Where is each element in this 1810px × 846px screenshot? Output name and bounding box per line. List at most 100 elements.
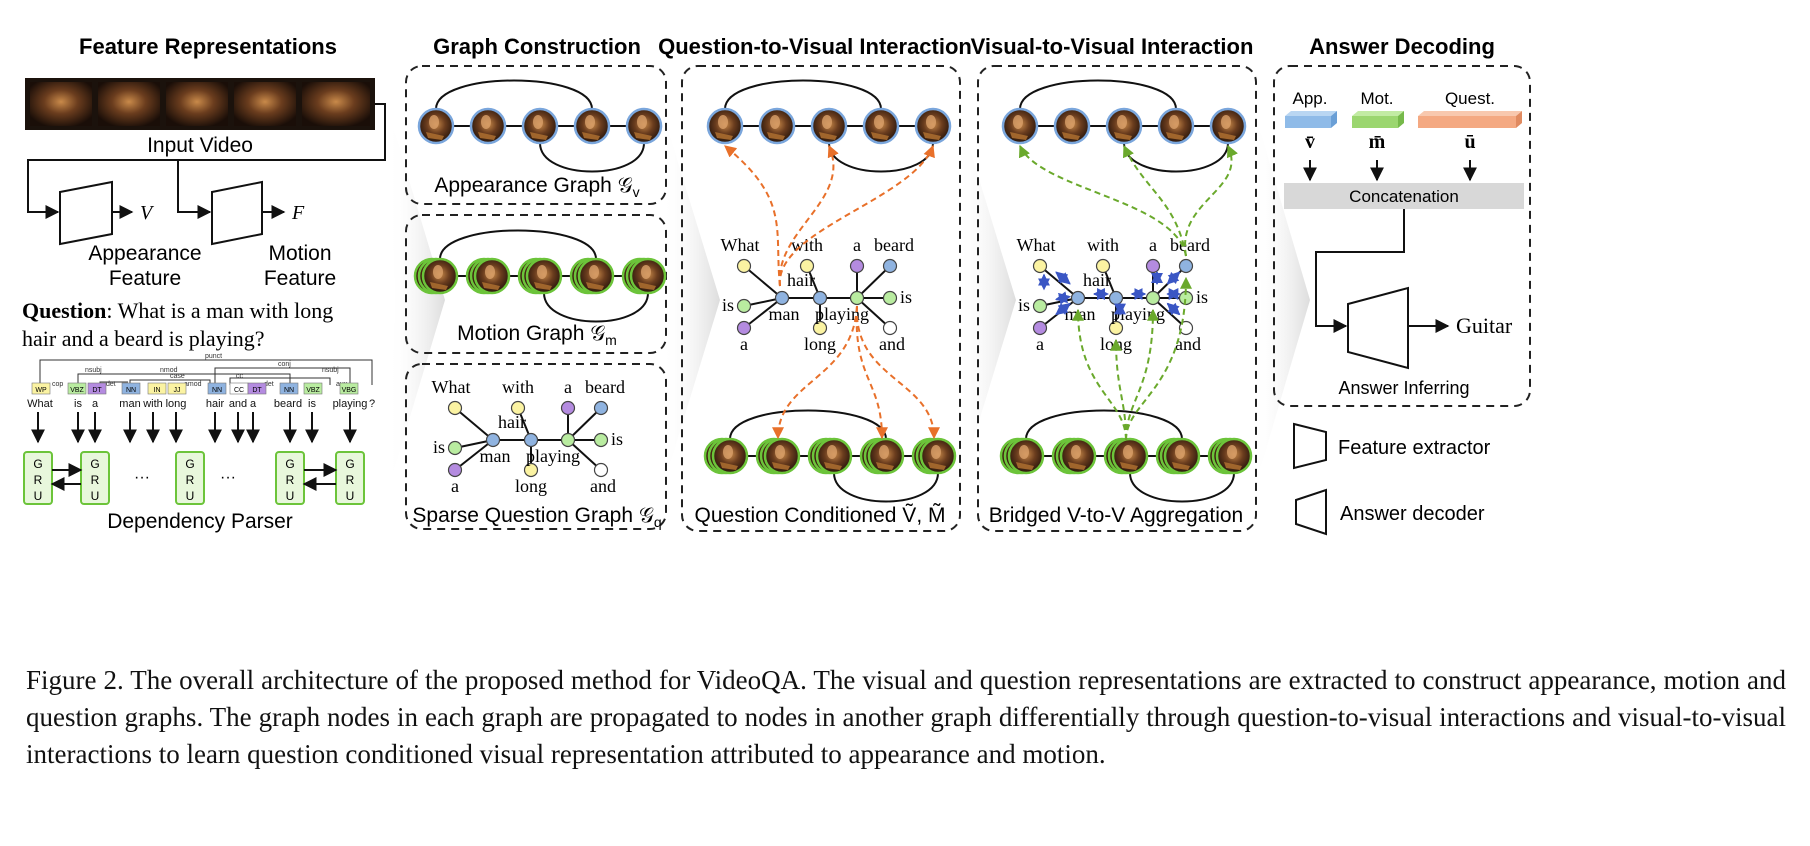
q2v-orange-arrow [778,144,839,287]
appearance-node [573,107,611,145]
question-word: man [480,446,511,466]
appearance-node [706,107,744,145]
question-token: is [74,398,82,410]
pos-tag-text: VBZ [70,387,84,394]
dep-label: nsubj [322,367,339,374]
question-edge [454,439,494,471]
question-word: and [879,334,905,354]
v2v-green-arrow [1072,308,1127,441]
appearance-node [914,107,952,145]
section-title-feature: Feature Representations [79,34,337,59]
answer-decoder-icon [1347,286,1409,370]
question-word: beard [585,377,625,397]
question-node-beard [593,400,609,416]
question-word: and [1175,334,1201,354]
v2v-green-arrow [1110,338,1127,441]
gru-letter: G [33,457,42,471]
question-line-2: hair and a beard is playing? [22,326,265,351]
u-bar-symbol: ū [1464,131,1475,153]
motion-node [517,257,563,295]
visual-edge [543,292,649,323]
pos-tag [303,382,323,395]
visual-edge [1129,472,1235,503]
appearance-node [521,107,559,145]
q2v-orange-arrow [855,305,940,440]
question-node-what [1032,258,1048,274]
question-node-playing [849,290,865,306]
motion-node [999,437,1045,475]
question-token: playing [333,398,368,410]
question-graph-box [405,363,667,530]
question-word: beard [1170,235,1210,255]
gru-letter: U [34,489,43,503]
question-edge [567,407,602,441]
section-title-v2v: Visual-to-Visual Interaction [971,34,1254,59]
question-node-center [1108,290,1124,306]
question-word: is [611,429,623,449]
appearance-graph [417,79,663,173]
question-word: man [769,304,800,324]
v2v-green-arrow [1019,144,1187,257]
pos-tag-text: VBZ [306,387,320,394]
question-node-long [1108,320,1124,336]
question-word: and [590,476,616,496]
visual-edge [729,409,887,440]
visual-edge [833,472,939,503]
feature-extractor-legend-label: Feature extractor [1338,437,1491,459]
answer-inferring-label: Answer Inferring [1338,378,1469,398]
motion-node [569,257,615,295]
gru-letter: R [346,473,355,487]
question-token: a [92,398,99,410]
question-node-is1 [447,440,463,456]
pos-tag [247,382,267,395]
motion-node [703,437,749,475]
question-word: is [900,287,912,307]
question-word: a [564,377,572,397]
appearance-graph-label: Appearance Graph 𝒢v [434,174,639,200]
q2v-caption: Question Conditioned Ṽ, M̃ [695,503,946,527]
section-title-answer: Answer Decoding [1309,34,1495,59]
question-graph-label: Sparse Question Graph 𝒢q [412,504,661,530]
pos-tag [31,382,51,395]
gru-letter: R [286,473,295,487]
pos-tag [339,382,359,395]
motion-node [1207,437,1253,475]
dep-label: amod [184,381,202,388]
input-video-label: Input Video [147,134,253,157]
gru-letter: G [285,457,294,471]
question-edge [743,265,783,299]
pos-tag [147,382,167,395]
motion-node [1155,437,1201,475]
dep-label: nmod [160,367,178,374]
question-word: long [804,334,836,354]
dependency-parser-label: Dependency Parser [107,510,293,533]
gru-cell [175,451,205,505]
pos-tag [67,382,87,395]
question-node-a2 [849,258,865,274]
question-token: What [27,398,53,410]
dep-label: case [170,373,185,380]
concat-to-decoder-line [1315,209,1405,333]
q2v-orange-arrow [778,144,935,287]
appearance-node [1105,107,1143,145]
visual-edge [1019,79,1177,110]
pos-tag-text: NN [126,387,136,394]
appearance-graph-box [405,65,667,205]
question-word: with [791,235,823,255]
gru-letter: R [91,473,100,487]
question-word: is [433,437,445,457]
question-token: ? [369,398,375,410]
answer-decoding-box [1273,65,1531,407]
v2v-blue-arrow [1054,291,1072,305]
dep-label: conj [278,361,291,368]
motion-graph-label: Motion Graph 𝒢m [457,322,617,348]
v2v-blue-arrow [1055,302,1071,316]
gru-letter: R [186,473,195,487]
question-word: man [1065,304,1096,324]
appearance-feature-label-1: Appearance [88,242,201,265]
question-token: man [119,398,140,410]
question-word: What [432,377,471,397]
